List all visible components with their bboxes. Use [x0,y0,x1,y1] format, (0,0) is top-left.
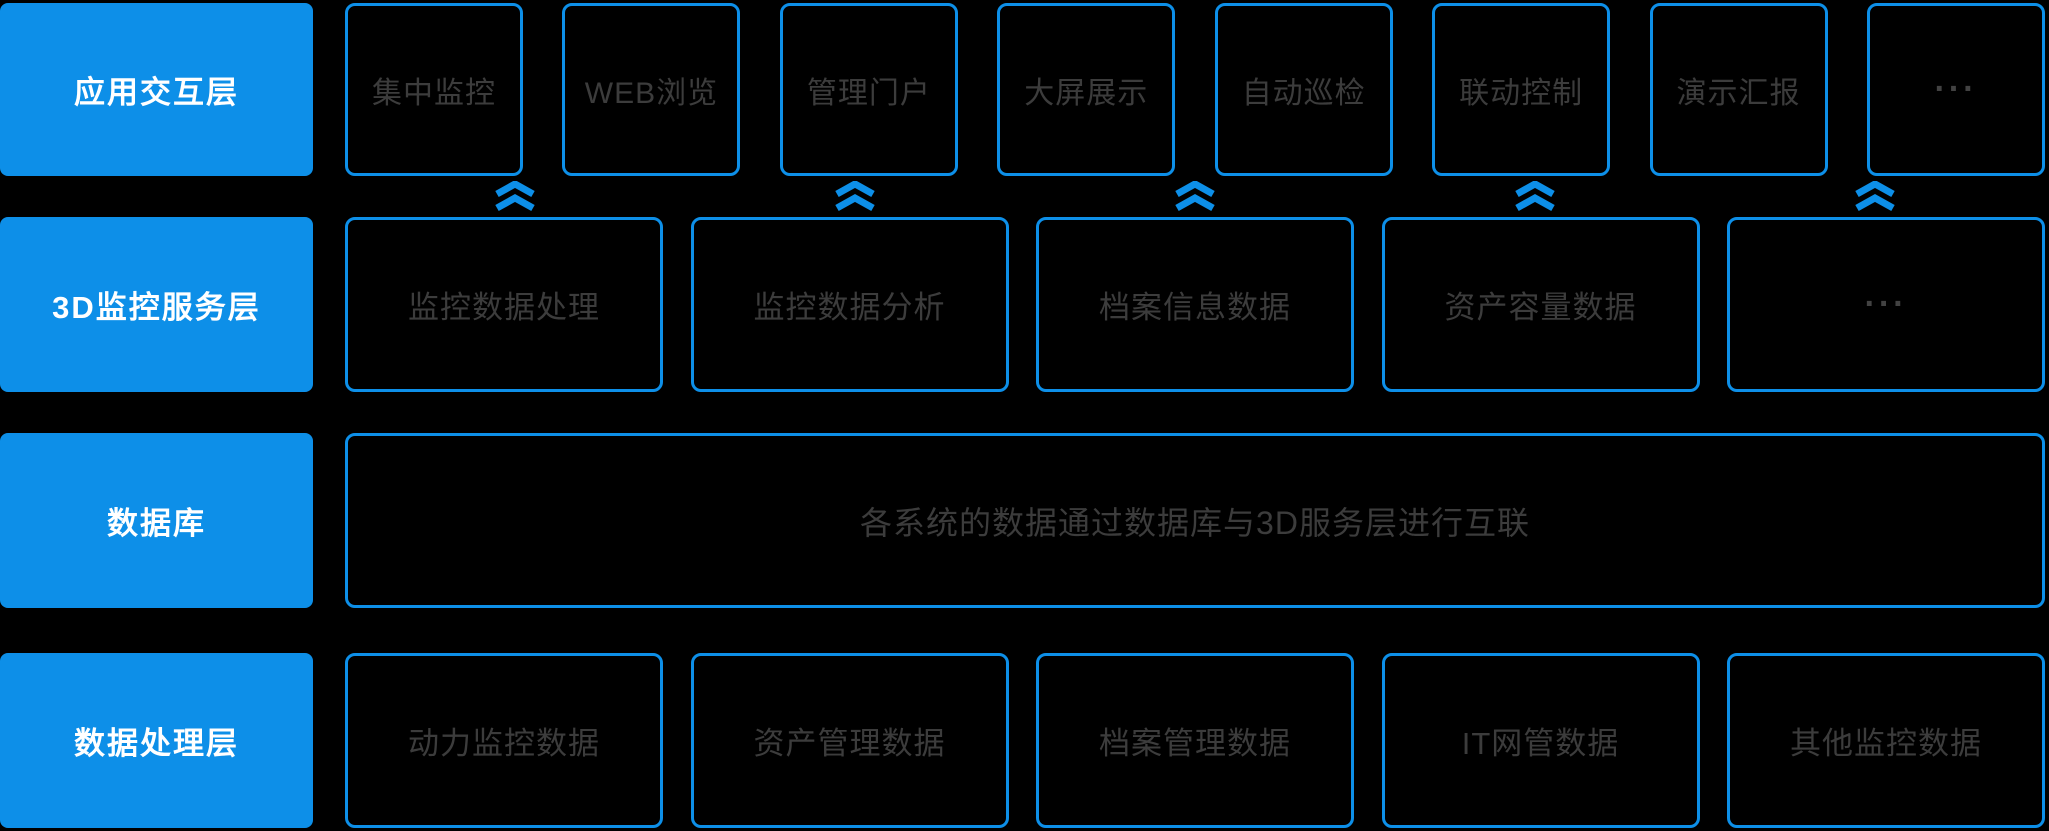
box-archive-info-data: 档案信息数据 [1036,217,1354,392]
double-chevron-up-icon [1175,181,1215,212]
processing-layer-boxes: 动力监控数据 资产管理数据 档案管理数据 IT网管数据 其他监控数据 [345,653,2045,828]
application-layer-row: 应用交互层 集中监控 WEB浏览 管理门户 大屏展示 自动巡检 联动控制 演示汇… [0,3,2049,176]
database-layer-boxes: 各系统的数据通过数据库与3D服务层进行互联 [345,433,2045,608]
arrow-cell [1705,180,2045,214]
arrow-cell [1025,180,1365,214]
arrow-cell [685,180,1025,214]
processing-layer-row: 数据处理层 动力监控数据 资产管理数据 档案管理数据 IT网管数据 其他监控数据 [0,653,2049,828]
box-management-portal: 管理门户 [779,3,958,176]
layer-label-application: 应用交互层 [0,3,313,176]
arrow-cell [345,180,685,214]
box-monitoring-data-processing: 监控数据处理 [345,217,663,392]
box-presentation-report: 演示汇报 [1649,3,1828,176]
upward-arrows-row [345,180,2045,214]
box-power-monitoring-data: 动力监控数据 [345,653,663,828]
box-web-browsing: WEB浏览 [562,3,741,176]
box-auto-inspection: 自动巡检 [1214,3,1393,176]
box-monitoring-data-analysis: 监控数据分析 [690,217,1009,392]
double-chevron-up-icon [1515,181,1555,212]
box-asset-capacity-data: 资产容量数据 [1381,217,1700,392]
layer-label-data-processing: 数据处理层 [0,653,313,828]
box-centralized-monitoring: 集中监控 [345,3,523,176]
application-layer-boxes: 集中监控 WEB浏览 管理门户 大屏展示 自动巡检 联动控制 演示汇报 ··· [345,3,2045,176]
double-chevron-up-icon [1855,181,1895,212]
box-it-network-data: IT网管数据 [1381,653,1700,828]
box-linkage-control: 联动控制 [1432,3,1611,176]
box-archive-management-data: 档案管理数据 [1036,653,1354,828]
box-database-interconnect-note: 各系统的数据通过数据库与3D服务层进行互联 [345,433,2045,608]
box-other-monitoring-data: 其他监控数据 [1727,653,2045,828]
box-large-screen-display: 大屏展示 [997,3,1176,176]
box-more-services: ··· [1727,217,2045,392]
service-layer-boxes: 监控数据处理 监控数据分析 档案信息数据 资产容量数据 ··· [345,217,2045,392]
layer-label-database: 数据库 [0,433,313,608]
arrow-cell [1365,180,1705,214]
double-chevron-up-icon [835,181,875,212]
box-more-applications: ··· [1866,3,2045,176]
layer-label-3d-service: 3D监控服务层 [0,217,313,392]
database-layer-row: 数据库 各系统的数据通过数据库与3D服务层进行互联 [0,433,2049,608]
service-layer-row: 3D监控服务层 监控数据处理 监控数据分析 档案信息数据 资产容量数据 ··· [0,217,2049,392]
double-chevron-up-icon [495,181,535,212]
box-asset-management-data: 资产管理数据 [690,653,1009,828]
